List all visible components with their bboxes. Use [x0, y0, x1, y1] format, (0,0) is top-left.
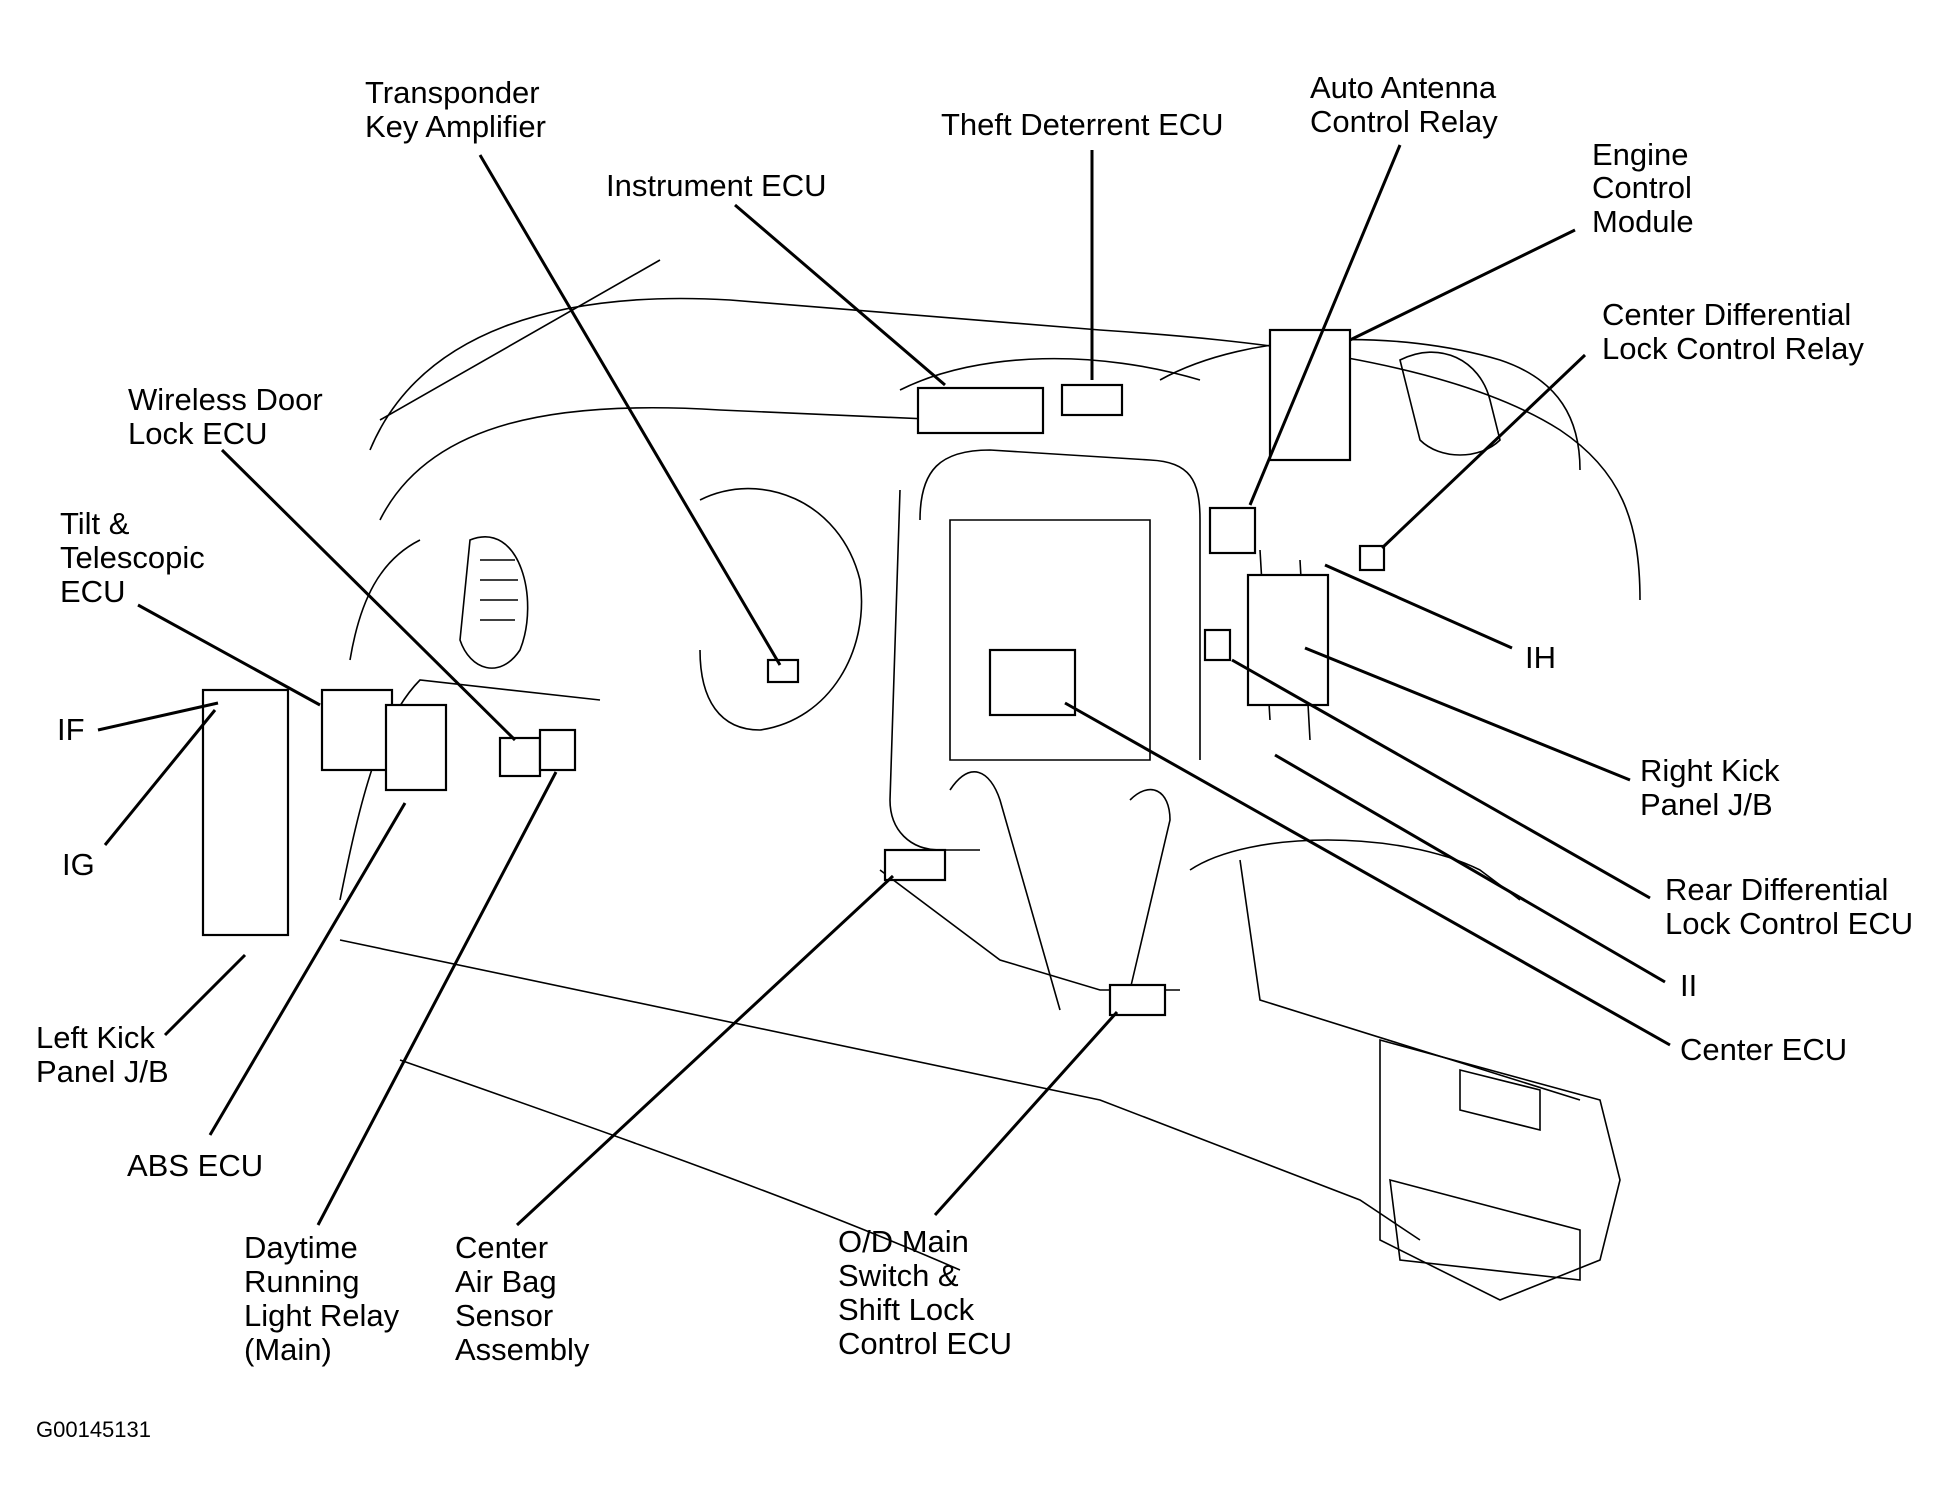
label-engine-control-module: Engine Control Module	[1592, 137, 1701, 239]
label-abs-ecu: ABS ECU	[127, 1148, 263, 1183]
label-ih-connector: IH	[1525, 640, 1556, 675]
label-od-main-switch-shift-lock-ecu: O/D Main Switch & Shift Lock Control ECU	[838, 1224, 1012, 1361]
left-kick-panel-jb-box	[201, 688, 290, 937]
drl-relay-box	[538, 728, 577, 772]
label-center-ecu: Center ECU	[1680, 1032, 1847, 1067]
label-instrument-ecu: Instrument ECU	[606, 168, 827, 203]
label-center-air-bag-sensor-assembly: Center Air Bag Sensor Assembly	[455, 1230, 590, 1367]
abs-ecu-box	[384, 703, 448, 792]
right-kick-panel-jb-box	[1246, 573, 1330, 707]
label-rear-differential-lock-control-ecu: Rear Differential Lock Control ECU	[1665, 872, 1913, 941]
od-shift-lock-ecu-box	[1108, 983, 1167, 1017]
center-ecu-box	[988, 648, 1077, 717]
components	[201, 328, 1386, 1017]
callout-labels: Transponder Key Amplifier Instrument ECU…	[36, 70, 1913, 1442]
label-if-connector: IF	[57, 712, 85, 747]
center-diff-relay-box	[1358, 544, 1386, 572]
rear-diff-ecu-box	[1203, 628, 1232, 662]
figure-code: G00145131	[36, 1417, 151, 1442]
tilt-telescopic-ecu-box	[320, 688, 394, 772]
wireless-door-lock-ecu-box	[498, 736, 542, 778]
label-transponder-key-amplifier: Transponder Key Amplifier	[365, 75, 548, 144]
label-auto-antenna-control-relay: Auto Antenna Control Relay	[1310, 70, 1505, 139]
instrument-ecu-box	[916, 386, 1045, 435]
theft-deterrent-ecu-box	[1060, 383, 1124, 417]
label-right-kick-panel-jb: Right Kick Panel J/B	[1640, 753, 1788, 822]
label-center-differential-lock-control-relay: Center Differential Lock Control Relay	[1602, 297, 1864, 366]
label-left-kick-panel-jb: Left Kick Panel J/B	[36, 1020, 169, 1089]
auto-antenna-relay-box	[1208, 506, 1257, 555]
label-daytime-running-light-relay: Daytime Running Light Relay (Main)	[244, 1230, 408, 1367]
label-ig-connector: IG	[62, 847, 95, 882]
label-wireless-door-lock-ecu: Wireless Door Lock ECU	[128, 382, 331, 451]
airbag-sensor-box	[883, 848, 947, 882]
label-theft-deterrent-ecu: Theft Deterrent ECU	[941, 107, 1224, 142]
leader-lines	[97, 144, 1671, 1227]
label-ii-connector: II	[1680, 968, 1697, 1003]
label-tilt-telescopic-ecu: Tilt & Telescopic ECU	[60, 506, 213, 609]
transponder-amplifier-box	[766, 658, 800, 684]
engine-control-module-box	[1268, 328, 1352, 462]
